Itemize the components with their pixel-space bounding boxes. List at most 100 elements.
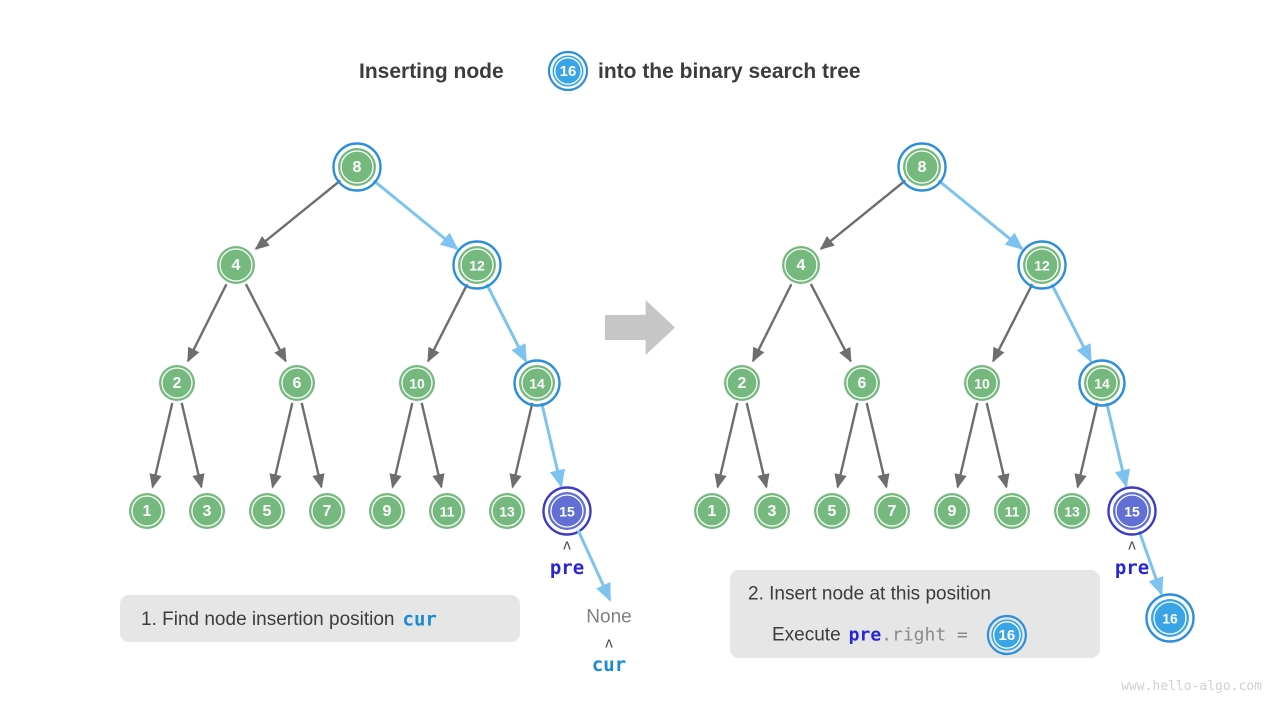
node-highlight-ring (332, 142, 382, 192)
tree-node-15[interactable]: 15 (542, 486, 592, 536)
cur-pointer-label: cur (592, 654, 626, 676)
null-pointer-edge (576, 529, 612, 602)
node-inner-ring (460, 248, 494, 282)
title-badge-value: 16 (560, 63, 577, 80)
node-circle (724, 365, 760, 401)
node-inner-ring (251, 495, 283, 527)
diagram-title: Inserting node 16 into the binary search… (359, 50, 861, 92)
tree-edge (389, 402, 414, 489)
node-value: 10 (409, 376, 425, 392)
tree-node-11[interactable]: 11 (429, 493, 465, 529)
left-caption-text: 1. Find node insertion position (141, 609, 395, 630)
node-inner-ring (401, 367, 433, 399)
node-inner-ring (161, 367, 193, 399)
node-value: 13 (499, 504, 515, 520)
node-value: 13 (1064, 504, 1080, 520)
tree-node-10[interactable]: 10 (964, 365, 1000, 401)
node-value: 14 (1094, 376, 1110, 392)
node-value: 4 (797, 257, 806, 274)
tree-node-1[interactable]: 1 (694, 493, 730, 529)
tree-node-5[interactable]: 5 (814, 493, 850, 529)
node-inner-ring (1153, 601, 1187, 635)
tree-node-8[interactable]: 8 (897, 142, 947, 192)
tree-node-6[interactable]: 6 (844, 365, 880, 401)
pre-pointer-label: pre (1115, 557, 1149, 579)
node-circle (249, 493, 285, 529)
node-circle (814, 493, 850, 529)
node-value: 10 (974, 376, 990, 392)
node-value: 11 (1005, 504, 1020, 520)
node-inner-ring (1115, 494, 1149, 528)
tree-node-2[interactable]: 2 (159, 365, 195, 401)
tree-node-10[interactable]: 10 (399, 365, 435, 401)
node-value: 3 (768, 503, 777, 520)
tree-node-13[interactable]: 13 (489, 493, 525, 529)
node-circle (309, 493, 345, 529)
node-inner-ring (726, 367, 758, 399)
tree-edge (992, 283, 1034, 363)
tree-edge (751, 283, 793, 363)
caption-badge-value: 16 (999, 627, 1016, 644)
node-inner-ring (905, 150, 939, 184)
node-circle (338, 148, 376, 186)
node-value: 9 (383, 503, 392, 520)
tree-node-12[interactable]: 12 (1017, 240, 1067, 290)
tree-node-9[interactable]: 9 (369, 493, 405, 529)
tree-node-11[interactable]: 11 (994, 493, 1030, 529)
tree-node-9[interactable]: 9 (934, 493, 970, 529)
node-circle (1054, 493, 1090, 529)
node-value: 8 (918, 159, 927, 176)
node-inner-ring (340, 150, 374, 184)
tree-node-3[interactable]: 3 (754, 493, 790, 529)
title-node-badge: 16 (547, 50, 589, 92)
tree-node-4[interactable]: 4 (217, 246, 255, 284)
node-value: 11 (440, 504, 455, 520)
tree-edge (372, 179, 459, 251)
tree-edge (149, 402, 174, 489)
pre-caret-icon: ʌ (1128, 537, 1136, 554)
tree-node-14[interactable]: 14 (1078, 359, 1126, 407)
right-panel-annotations: ʌ pre (1115, 537, 1149, 580)
tree-node-2[interactable]: 2 (724, 365, 760, 401)
none-label: None (586, 607, 631, 628)
right-caption-keyword-pre: pre (849, 625, 882, 646)
node-inner-ring (521, 367, 553, 399)
node-value: 7 (888, 503, 897, 520)
tree-edge (714, 402, 739, 489)
node-value: 4 (232, 257, 241, 274)
tree-edge (745, 402, 770, 489)
tree-node-7[interactable]: 7 (309, 493, 345, 529)
tree-node-5[interactable]: 5 (249, 493, 285, 529)
tree-edge (420, 402, 445, 489)
node-inner-ring (431, 495, 463, 527)
tree-edge (819, 179, 907, 250)
tree-node-12[interactable]: 12 (452, 240, 502, 290)
tree-edge (427, 283, 469, 363)
tree-node-4[interactable]: 4 (782, 246, 820, 284)
node-circle (782, 246, 820, 284)
node-inner-ring (1025, 248, 1059, 282)
tree-node-1[interactable]: 1 (129, 493, 165, 529)
node-value: 2 (173, 375, 182, 392)
tree-node-7[interactable]: 7 (874, 493, 910, 529)
tree-node-8[interactable]: 8 (332, 142, 382, 192)
tree-node-6[interactable]: 6 (279, 365, 315, 401)
tree-node-15[interactable]: 15 (1107, 486, 1157, 536)
transition-arrow-icon (605, 300, 675, 355)
tree-node-14[interactable]: 14 (513, 359, 561, 407)
node-value: 1 (708, 503, 717, 520)
node-highlight-ring (897, 142, 947, 192)
node-value: 5 (263, 503, 272, 520)
tree-node-3[interactable]: 3 (189, 493, 225, 529)
node-circle (548, 492, 586, 530)
node-highlight-ring (1017, 240, 1067, 290)
node-highlight-ring (1107, 486, 1157, 536)
tree-node-16[interactable]: 16 (1145, 593, 1195, 643)
tree-edge (1105, 402, 1131, 488)
node-circle (1113, 492, 1151, 530)
tree-edge (485, 283, 528, 363)
tree-node-13[interactable]: 13 (1054, 493, 1090, 529)
tree-edge (1050, 283, 1093, 363)
node-value: 1 (143, 503, 152, 520)
tree-edge (300, 402, 325, 489)
